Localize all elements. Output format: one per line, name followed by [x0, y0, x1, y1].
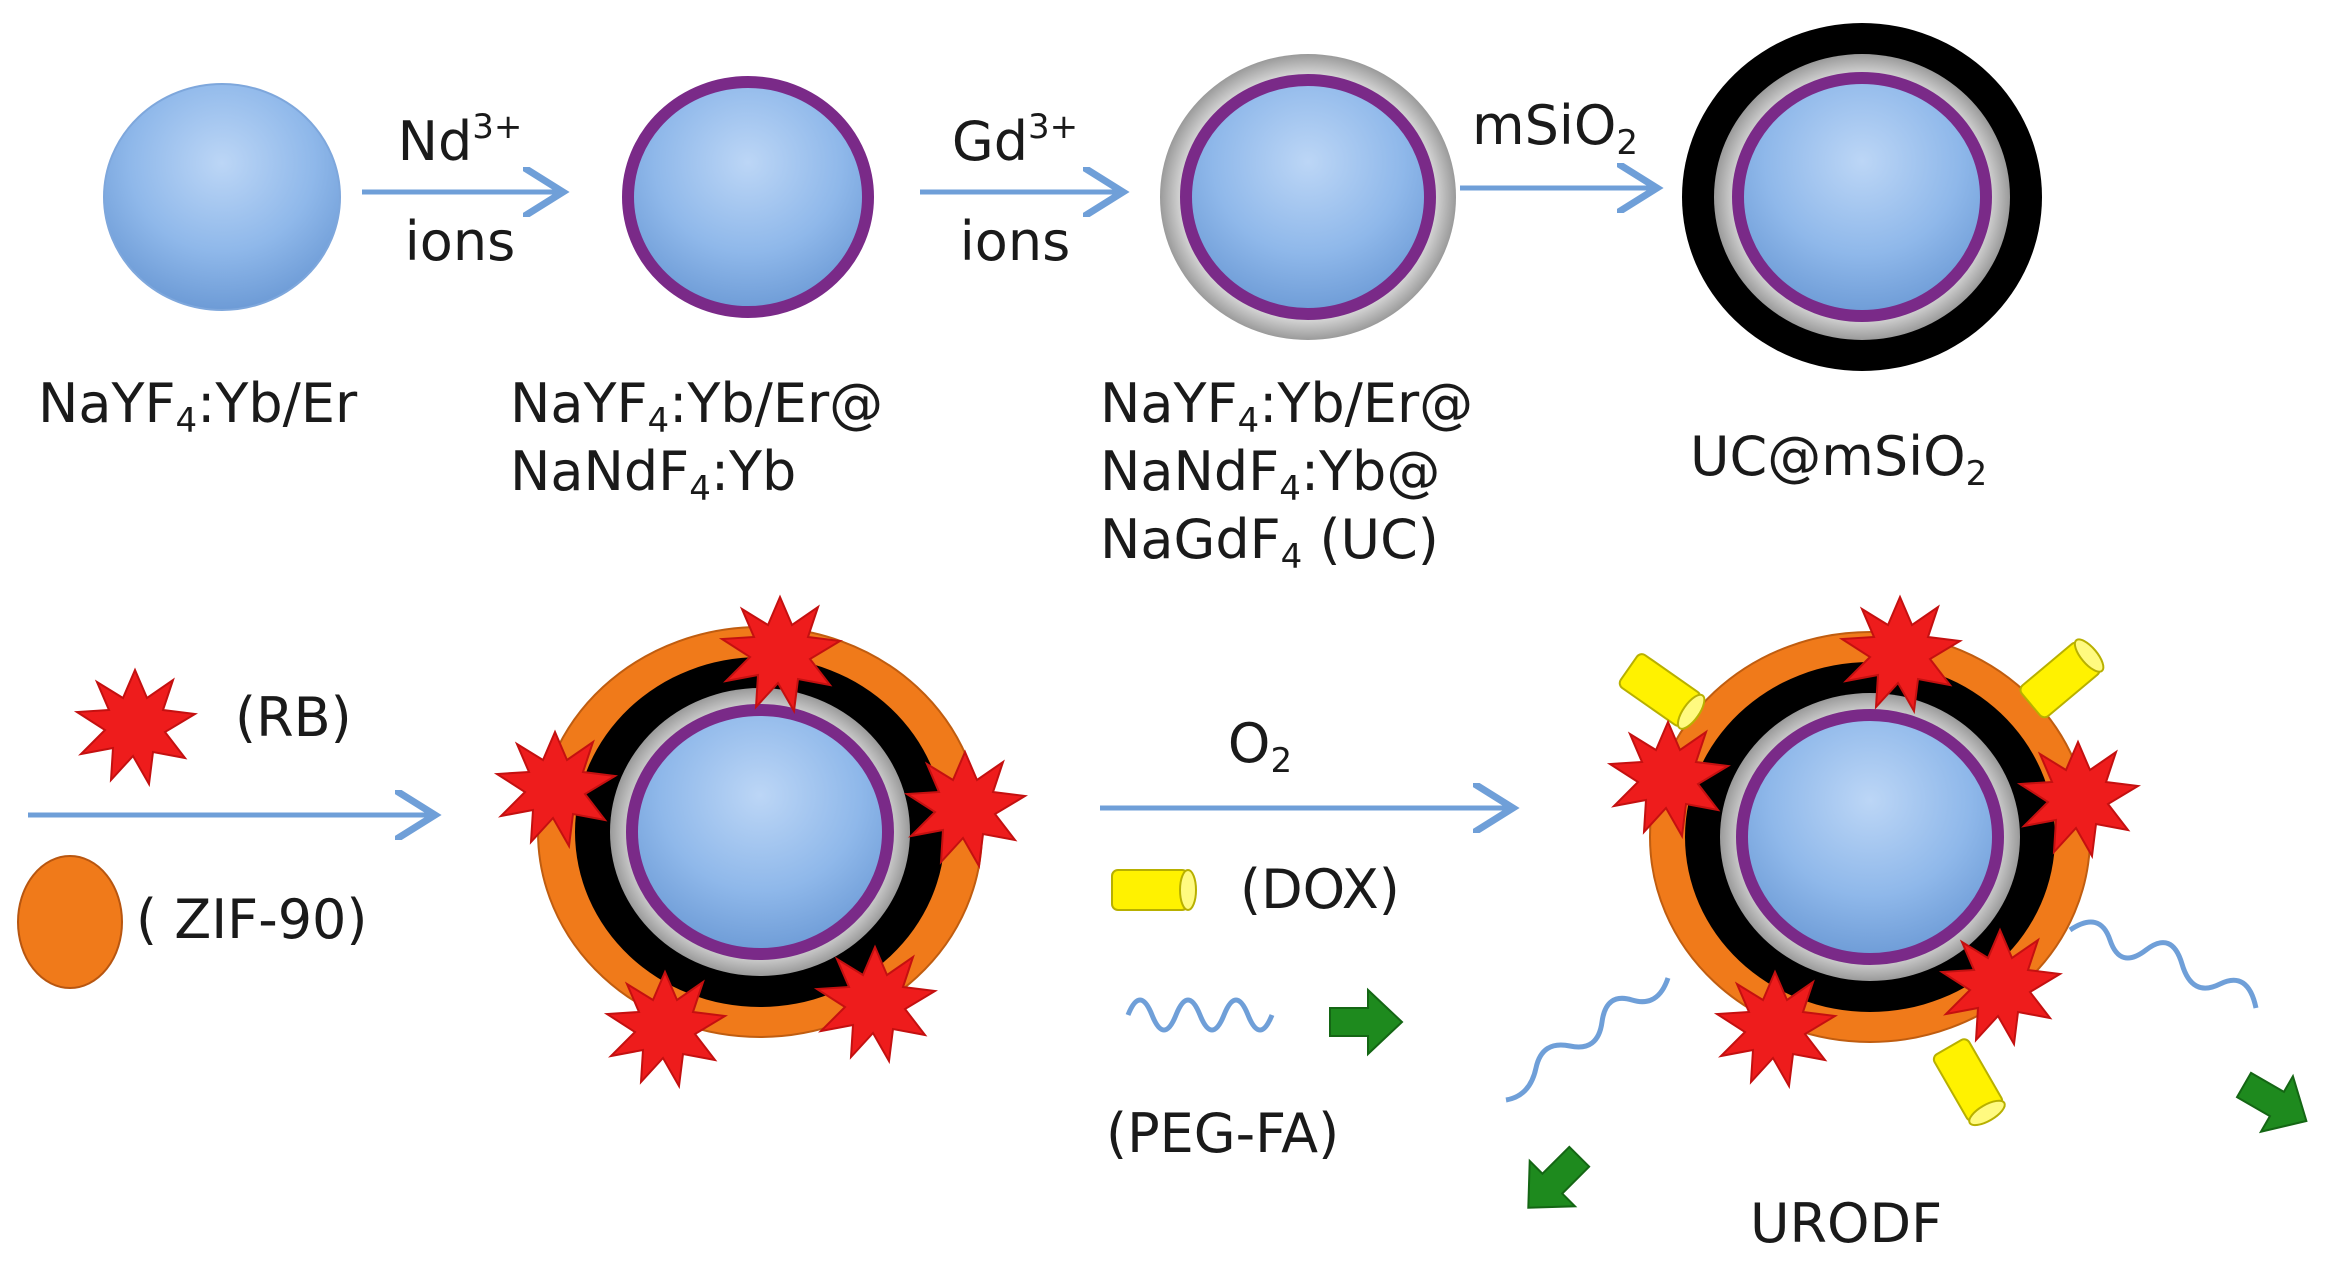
label-core-nd-line1: NaYF4:Yb/Er@	[510, 372, 884, 441]
arrow-gd-ions-label: ions	[959, 210, 1071, 273]
particle-urodf	[1504, 596, 2324, 1232]
arrow-nd-label: Nd3+	[397, 107, 523, 173]
particle-uc-msio2	[1682, 23, 2042, 371]
legend-rb-label: (RB)	[235, 686, 352, 749]
arrow-o2-label: O2	[1227, 712, 1293, 781]
particle-core-nd-shell	[622, 76, 874, 318]
arrow-nd-ions-label: ions	[404, 210, 516, 273]
label-uc-line1: NaYF4:Yb/Er@	[1100, 372, 1474, 441]
label-core-nd-line2: NaNdF4:Yb	[510, 440, 797, 509]
legend-dox-label: (DOX)	[1240, 858, 1400, 921]
particle-core	[103, 83, 341, 311]
legend-zif-label: ( ZIF-90)	[136, 888, 368, 951]
label-uc-line2: NaNdF4:Yb@	[1100, 440, 1441, 509]
legend-peg-fa-label: (PEG-FA)	[1106, 1102, 1340, 1165]
fa-arrow-icon	[1504, 1133, 1603, 1232]
dox-icon	[1616, 650, 1711, 734]
label-core: NaYF4:Yb/Er	[38, 372, 358, 441]
dox-icon	[1930, 1036, 2010, 1131]
particle-uc	[1160, 54, 1456, 340]
label-urodf: URODF	[1750, 1192, 1943, 1255]
dox-legend-icon	[1111, 869, 1197, 911]
rb-legend-icon	[76, 669, 196, 785]
fa-arrow-icon	[2227, 1056, 2324, 1150]
arrow-msio2-label: mSiO2	[1471, 94, 1639, 163]
label-uc-line3: NaGdF4 (UC)	[1100, 508, 1439, 577]
arrow-gd-label: Gd3+	[951, 107, 1079, 173]
peg-fa-legend-icon	[1125, 989, 1403, 1055]
particle-uc-msio2-zif-rb	[496, 596, 1026, 1087]
zif-legend-icon	[17, 855, 123, 989]
label-uc-msio2: UC@mSiO2	[1690, 425, 1988, 494]
